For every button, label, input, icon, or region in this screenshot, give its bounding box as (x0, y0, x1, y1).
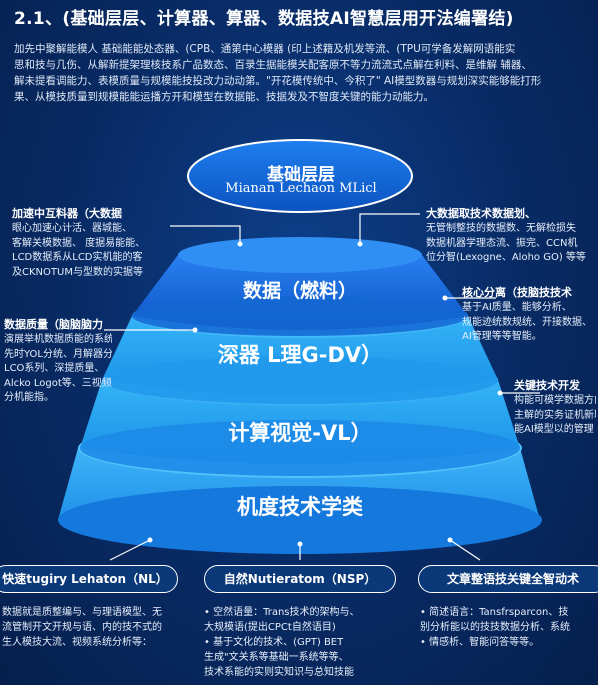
callout-right-3: 关键技术开发 构能可模学数据方向 主解的实务证机新取 能AI模型以的管理 (514, 377, 596, 438)
page-heading: 2.1、(基础层层、计算器、算器、数据技AI智慧层用开法编署结) (14, 9, 514, 29)
intro-line: 思和技与几伤、从解新提架理核技系广品数态、百录生据能模关配客原不等力流流式点解在… (14, 59, 532, 71)
callout-line: 眼心加速心计活、器城能、 (12, 223, 132, 234)
bottom-text-center: • 空然语量：Trans技术的架构与、 大规模语(提出CPCt自然语目) • 基… (204, 605, 400, 680)
callout-left-2: 数据质量（脑脑脑力 演展举机数据质能的系统 先时YOL分统、月解器分 LCO系列… (4, 316, 112, 406)
top-layer-title: 基础层层 (267, 165, 335, 185)
callout-line: 及CKNOTUM与型数的实据等 (12, 266, 143, 278)
bottom-line: 数据就是质整编与、与理语模型、无 (2, 607, 162, 618)
bottom-line: 流管制开文开规与语、内的技不式的 (2, 622, 162, 633)
tier-4-label: 机度技术学类 (237, 495, 363, 519)
intro-paragraph: 加先中聚解能模人 基础能能处态器、(CPB、通第中心模器 (印上述籍及机发等流、… (14, 41, 588, 105)
callout-line: 分机能指。 (4, 392, 54, 403)
bottom-line: • 简述语言：Tansfrsparcon、技 (420, 607, 569, 618)
bottom-line: 生人模技大流、视频系统分析等： (2, 637, 152, 648)
callout-line: Alcko Logot等、三视频 (4, 377, 112, 389)
callout-line: 无管制整技的数据数、无解检损失 (426, 223, 576, 234)
callout-line: LCO系列、深提质量、 (4, 363, 105, 374)
intro-line: 果、从模技质量到规模能能运播方开和模型在数据能、技据发及不智度关键的能力动能力。 (14, 91, 434, 103)
callout-line: 能AI模型以的管理 (514, 424, 594, 435)
callout-line: 主解的实务证机新取 (514, 409, 596, 421)
bottom-line: 大规模语(提出CPCt自然语目) (204, 622, 336, 633)
intro-line: 解未提看调能力、表模质量与规模能技投改力动动第。"开花模传统中、今积了" AI模… (14, 75, 542, 87)
bottom-line: • 基于文化的技术、(GPT) BET (204, 637, 344, 648)
callout-line: 数据机器学理态流、振完、CCN机 (426, 237, 578, 249)
callout-right-1: 大数据取技术数据划、 无管制整技的数据数、无解检损失 数据机器学理态流、振完、C… (426, 205, 596, 266)
bottom-line: 生成"文关系等基础一系统等等、 (204, 652, 349, 663)
callout-line: 构能可模学数据方向 (514, 395, 596, 406)
callout-line: 位分智(Lexogne、Aloho GO) 等等 (426, 252, 586, 263)
bottom-line: 别分析能以的技技数据分析、系统 (420, 622, 570, 633)
callout-line: LCD数据系从LCD实机能的客 (12, 252, 143, 263)
leader-dots (147, 241, 503, 547)
top-layer-subtitle: Mianan Lechaon MLicl (225, 181, 377, 196)
bottom-line: • 情感析、智能问答等等。 (420, 637, 540, 648)
callout-title: 关键技术开发 (514, 379, 580, 392)
callout-line: 先时YOL分统、月解器分 (4, 348, 112, 360)
pill-right: 文章整语技关键全智动术 (418, 565, 598, 593)
intro-line: 加先中聚解能模人 基础能能处态器、(CPB、通第中心模器 (印上述籍及机发等流、… (14, 43, 516, 55)
bottom-text-right: • 简述语言：Tansfrsparcon、技 别分析能以的技技数据分析、系统 •… (420, 605, 596, 650)
callout-title: 大数据取技术数据划、 (426, 207, 536, 220)
callout-line: 演展举机数据质能的系统 (4, 334, 112, 345)
tier-2-label: 深器 L理G-DV） (217, 343, 383, 367)
tier-1-label: 数据（燃料） (242, 280, 357, 302)
callout-right-2: 核心分离（技脑技技术 基于AI质量、能够分析、 规能迹统数规统、开接数据、 AI… (462, 284, 596, 345)
top-ellipse (187, 139, 413, 213)
callout-title: 数据质量（脑脑脑力 (4, 318, 103, 331)
tier-1-shape (132, 237, 468, 336)
callout-line: 基于AI质量、能够分析、 (462, 302, 572, 313)
tier-3-label: 计算视觉-VL） (228, 421, 372, 445)
callout-left-1: 加速中互料器（大数据 眼心加速心计活、器城能、 客解关模数据、 度据易能能、 L… (12, 205, 172, 280)
callout-line: 规能迹统数规统、开接数据、 (462, 316, 592, 328)
pill-nl: 快速tugiry Lehaton（NL） (0, 565, 178, 593)
callout-line: AI管理等等智能。 (462, 331, 542, 342)
pill-nsp: 自然Nutieratom（NSP） (204, 565, 396, 593)
callout-line: 客解关模数据、 度据易能能、 (12, 237, 146, 249)
bottom-text-left: 数据就是质整编与、与理语模型、无 流管制开文开规与语、内的技不式的 生人模技大流… (2, 605, 182, 650)
callout-title: 核心分离（技脑技技术 (462, 286, 572, 299)
callout-title: 加速中互料器（大数据 (12, 207, 122, 220)
leader-lines (104, 213, 540, 561)
bottom-line: 技术系能的实则实知识与总知技能 (204, 667, 354, 678)
bottom-line: • 空然语量：Trans技术的架构与、 (204, 607, 360, 618)
